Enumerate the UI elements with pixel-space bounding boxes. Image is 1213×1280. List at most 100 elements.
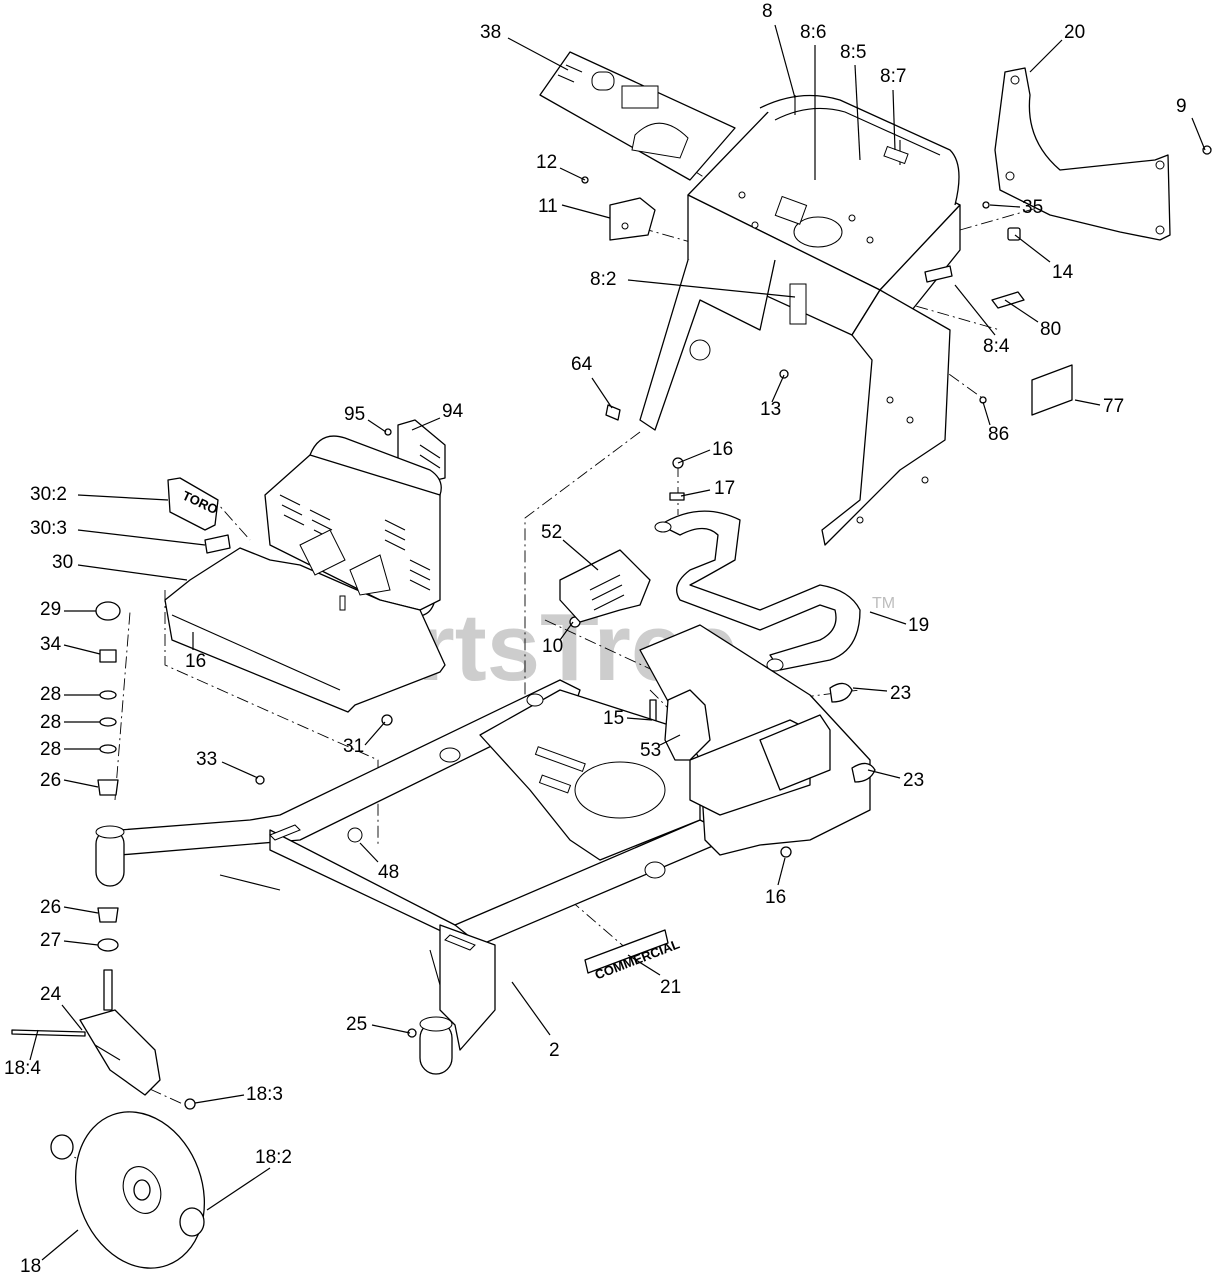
leader-line [63,779,99,788]
caster-stack [11,601,161,1096]
leader-line [559,167,586,181]
part-number-label: 28 [40,684,61,705]
console-tower-8 [639,94,961,546]
part-number-label: 25 [346,1014,367,1035]
part-number-label: 30 [52,552,73,573]
leader-line [852,687,888,692]
callout-c-80: 80 [1004,299,1061,340]
part-number-label: 94 [442,401,464,422]
leader-line [562,539,599,571]
leader-line [359,842,379,863]
leader-line [954,284,996,336]
leader-line [1004,299,1039,323]
callout-c-23b: 23 [867,769,924,791]
leader-line [771,374,785,403]
callout-c-8-6: 8:6 [800,22,826,180]
fasteners [184,145,1212,1110]
callout-c-86: 86 [982,401,1009,445]
leader-line [854,64,861,161]
callout-c-18: 18 [20,1229,79,1277]
part-number-label: 21 [660,977,681,998]
decal-plate-38 [539,51,736,181]
callout-c-18-2: 18:2 [206,1147,292,1211]
part-number-label: 8:7 [880,66,906,87]
callout-c-30: 30 [52,552,188,581]
callout-c-8-4: 8:4 [954,284,1010,357]
callout-c-28c: 28 [40,739,100,760]
part-number-label: 80 [1040,319,1061,340]
leader-line [1191,117,1206,151]
callout-c-16b: 16 [185,632,206,672]
callout-c-29: 29 [40,599,96,620]
main-frame-2 [95,624,876,1075]
part-number-label: 8 [762,1,773,22]
part-number-label: 23 [903,770,924,791]
leader-line [77,494,169,501]
leader-line [221,761,259,779]
part-number-label: 38 [480,22,501,43]
label-plates [924,265,1073,416]
part-number-label: 26 [40,897,61,918]
callout-c-21: 21 [627,954,681,998]
part-number-label: 77 [1103,396,1124,417]
callout-c-23a: 23 [852,683,911,704]
leader-line [680,489,711,497]
callout-c-27: 27 [40,930,99,951]
leader-line [559,621,574,641]
part-number-label: 30:2 [30,484,67,505]
callout-c-26a: 26 [40,770,99,791]
leader-line [867,769,901,779]
leader-line [627,279,796,298]
callout-c-8-7: 8:7 [880,66,906,151]
callout-c-2: 2 [511,981,560,1061]
part-number-label: 17 [714,478,735,499]
leader-line [194,1094,245,1104]
callout-c-31: 31 [343,721,386,757]
leader-line [77,529,206,546]
leader-line [591,377,613,409]
part-number-label: 26 [40,770,61,791]
part-number-label: 11 [538,196,558,217]
callout-c-20: 20 [1029,22,1085,73]
part-number-label: 12 [536,152,557,173]
callout-c-94: 94 [411,401,464,431]
callout-c-16a: 16 [677,439,733,464]
callout-c-53: 53 [640,734,681,761]
leader-line [982,401,991,426]
leader-line [869,611,907,625]
part-number-label: 9 [1176,96,1187,117]
leader-line [777,857,786,886]
part-number-label: 86 [988,424,1009,445]
part-number-label: 34 [40,634,62,655]
callout-c-8-5: 8:5 [840,42,866,161]
leader-line [626,717,653,721]
callout-c-13: 13 [760,374,785,420]
leader-line [61,1004,83,1031]
part-number-label: 10 [542,636,563,657]
callout-c-28a: 28 [40,684,100,705]
part-number-label: 8:5 [840,42,866,63]
caster-wheel-18 [50,1111,206,1269]
part-number-label: 18:3 [246,1084,283,1105]
callout-c-12: 12 [536,152,586,181]
callout-c-16c: 16 [765,857,786,908]
leader-line [411,417,441,431]
part-number-label: 8:6 [800,22,826,43]
callout-c-52: 52 [541,522,599,571]
part-number-label: 18:2 [255,1147,292,1168]
leader-line [364,721,386,746]
callout-c-77: 77 [1074,396,1124,417]
callout-c-9: 9 [1176,96,1206,151]
toro-decal-30-2: TORO [167,477,220,531]
leader-line [677,449,711,464]
callout-c-18-3: 18:3 [194,1084,283,1105]
leader-line [1014,234,1051,263]
bracket-11 [609,197,656,241]
part-number-label: 95 [344,404,365,425]
side-plate-20 [994,67,1171,241]
part-number-label: 33 [196,749,217,770]
part-number-label: 64 [571,354,593,375]
leader-line [63,940,99,946]
